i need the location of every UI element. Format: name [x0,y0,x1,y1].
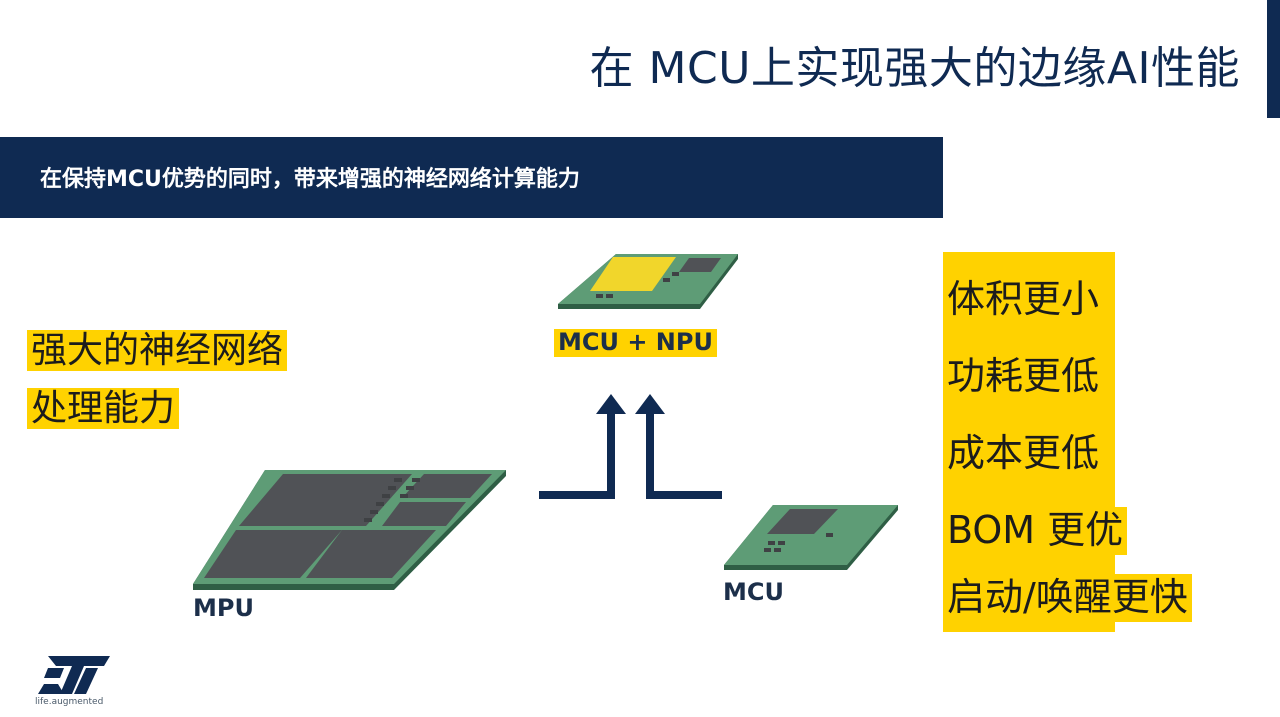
benefit-item: 成本更低 [943,430,1104,478]
st-logo-icon [38,656,110,694]
arrow-up-icon [539,410,722,499]
benefit-item: BOM 更优 [943,507,1128,555]
benefit-item: 启动/唤醒更快 [943,574,1192,622]
arrow-head-left [596,394,626,414]
mcu-label: MCU [723,578,784,606]
highlight-line-1: 强大的神经网络 [27,330,288,372]
npu-label: MCU + NPU [554,328,717,357]
mpu-label: MPU [193,594,254,622]
arrow-head-right [635,394,665,414]
benefit-item: 体积更小 [943,276,1104,324]
title-accent-bar [1267,0,1280,118]
banner-text: 在保持MCU优势的同时，带来增强的神经网络计算能力 [40,167,580,192]
mcu-npu-chip [558,254,738,309]
benefit-item: 功耗更低 [943,353,1104,401]
page-title: 在 MCU上实现强大的边缘AI性能 [589,43,1240,94]
subtitle-banner: 在保持MCU优势的同时，带来增强的神经网络计算能力 [0,137,943,218]
mcu-chip [724,505,898,570]
highlight-line-2: 处理能力 [27,388,180,430]
mpu-chip [193,470,506,590]
logo-tagline: life.augmented [35,697,104,707]
